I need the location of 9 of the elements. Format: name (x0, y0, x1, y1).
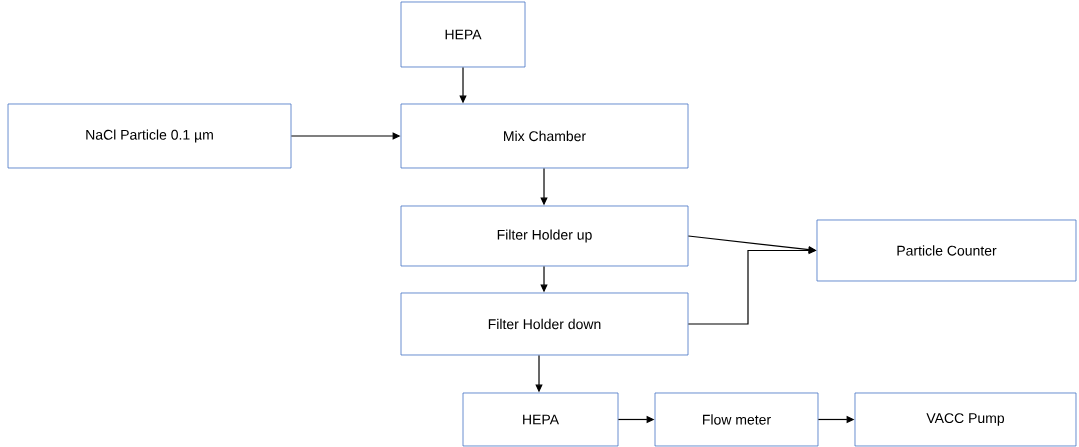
process-box: VACC Pump (854, 392, 1077, 447)
process-box: NaCl Particle 0.1 µm (7, 103, 292, 169)
process-box: Particle Counter (816, 219, 1077, 282)
process-box: Flow meter (654, 392, 819, 447)
process-box: HEPA (400, 1, 526, 68)
process-box: Filter Holder down (400, 292, 689, 356)
process-box: Mix Chamber (400, 103, 689, 169)
process-box: HEPA (462, 392, 619, 447)
process-box: Filter Holder up (400, 205, 689, 267)
